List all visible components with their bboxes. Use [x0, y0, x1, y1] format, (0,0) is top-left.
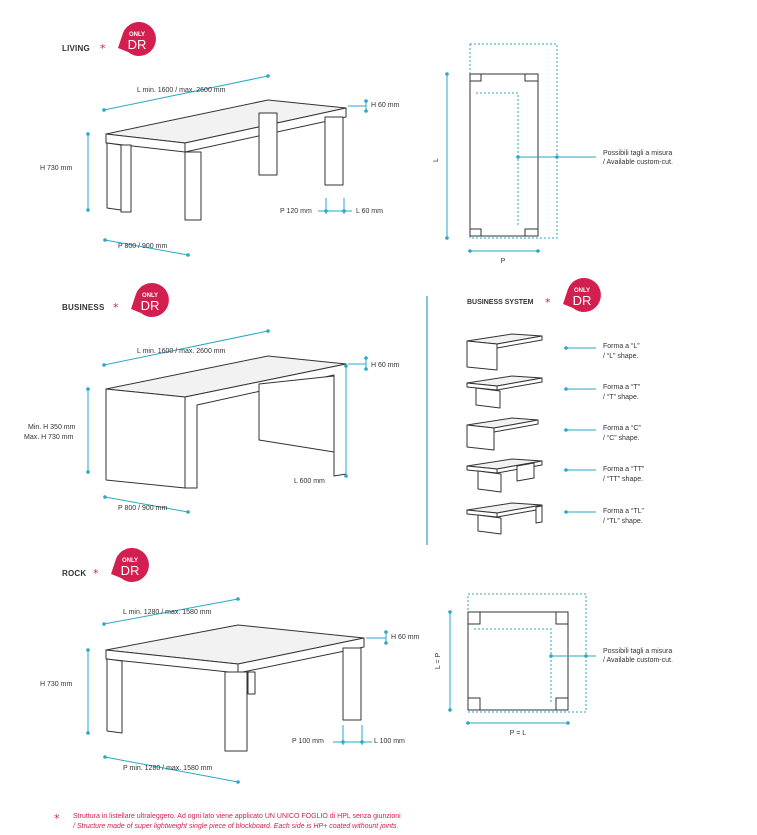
- badge-main-text: DR: [121, 563, 140, 578]
- shape-l-drawing: [466, 333, 543, 371]
- badge-main-text: DR: [141, 298, 160, 313]
- business-thickness-label: H 60 mm: [371, 362, 400, 369]
- rock-depth-label: P min. 1280 / max. 1580 mm: [123, 765, 213, 772]
- rock-plan-view: L = P P = L Possibili tagli a misura / A…: [435, 593, 673, 737]
- living-section: LIVING * ONLY DR L min. 1600 / max. 2600…: [40, 21, 673, 265]
- badge-top-text: ONLY: [122, 558, 138, 564]
- badge-top-text: ONLY: [129, 32, 145, 38]
- living-table-drawing: [105, 99, 347, 221]
- living-star-icon: *: [100, 42, 106, 55]
- business-height-min-label: Min. H 350 mm: [28, 424, 76, 431]
- shape-tl-en: / “TL” shape.: [603, 518, 643, 525]
- shape-tt-en: / “TT” shape.: [603, 476, 643, 483]
- living-plan-p-label: P: [501, 258, 506, 265]
- rock-title: ROCK: [62, 569, 86, 578]
- business-depth-label: P 800 / 900 mm: [118, 505, 167, 512]
- living-plan-view: L P Possibili tagli a misura / Available…: [433, 43, 673, 265]
- rock-leg-p-label: P 100 mm: [292, 738, 324, 745]
- rock-plan-l-label: L = P: [435, 653, 442, 670]
- rock-only-dr-badge: ONLY DR: [111, 547, 149, 582]
- business-system-title: BUSINESS SYSTEM: [467, 299, 534, 306]
- rock-section: ROCK * ONLY DR L min. 1280 / max. 1580 m…: [40, 547, 673, 784]
- rock-length-label: L min. 1280 / max. 1580 mm: [123, 609, 212, 616]
- rock-height-label: H 730 mm: [40, 681, 72, 688]
- shape-c-en: / “C” shape.: [603, 435, 640, 442]
- rock-star-icon: *: [93, 567, 99, 580]
- living-only-dr-badge: ONLY DR: [118, 21, 156, 56]
- living-leg-p-label: P 120 mm: [280, 208, 312, 215]
- footnote: * Struttura in listellare ultraleggero. …: [54, 812, 401, 830]
- rock-custom-en: / Available custom-cut.: [603, 657, 673, 664]
- shape-t-it: Forma a “T”: [603, 384, 641, 391]
- living-height-label: H 730 mm: [40, 165, 72, 172]
- rock-custom-it: Possibili tagli a misura: [603, 648, 672, 655]
- badge-top-text: ONLY: [574, 288, 590, 294]
- rock-thickness-label: H 60 mm: [391, 634, 420, 641]
- living-depth-label: P 800 / 900 mm: [118, 243, 167, 250]
- shape-tt-drawing: [466, 458, 543, 493]
- business-title: BUSINESS: [62, 303, 105, 312]
- living-length-label: L min. 1600 / max. 2600 mm: [137, 87, 226, 94]
- business-section: BUSINESS * ONLY DR L min. 1600 / max. 26…: [24, 282, 428, 545]
- living-plan-l-label: L: [433, 158, 440, 162]
- shape-t-drawing: [466, 375, 543, 409]
- badge-shape: [118, 21, 156, 56]
- badge-main-text: DR: [128, 37, 147, 52]
- footnote-star-icon: *: [54, 812, 60, 825]
- business-length-label: L min. 1600 / max. 2600 mm: [137, 348, 226, 355]
- shape-tt-it: Forma a “TT”: [603, 466, 645, 473]
- living-custom-en: / Available custom-cut.: [603, 159, 673, 166]
- shape-tl-drawing: [466, 502, 543, 535]
- business-height-max-label: Max. H 730 mm: [24, 434, 74, 441]
- business-only-dr-badge: ONLY DR: [131, 282, 169, 317]
- living-thickness-label: H 60 mm: [371, 102, 400, 109]
- rock-leg-l-label: L 100 mm: [374, 738, 405, 745]
- business-star-icon: *: [113, 301, 119, 314]
- shape-c-drawing: [466, 417, 539, 451]
- business-system-section: BUSINESS SYSTEM * ONLY DR: [466, 277, 645, 535]
- shape-tl-it: Forma a “TL”: [603, 508, 645, 515]
- business-system-star-icon: *: [545, 296, 551, 309]
- living-leg-l-label: L 60 mm: [356, 208, 383, 215]
- business-system-only-dr-badge: ONLY DR: [563, 277, 601, 312]
- living-custom-it: Possibili tagli a misura: [603, 150, 672, 157]
- business-leg-l-label: L 600 mm: [294, 478, 325, 485]
- rock-table-drawing: [105, 624, 365, 752]
- shape-l-en: / “L” shape.: [603, 353, 638, 360]
- shape-l-it: Forma a “L”: [603, 343, 640, 350]
- footnote-it: Struttura in listellare ultraleggero. Ad…: [73, 813, 401, 820]
- shape-labels: Forma a “L” / “L” shape. Forma a “T” / “…: [564, 343, 645, 525]
- rock-plan-p-label: P = L: [510, 730, 527, 737]
- shape-c-it: Forma a “C”: [603, 425, 641, 432]
- badge-main-text: DR: [573, 293, 592, 308]
- badge-top-text: ONLY: [142, 293, 158, 299]
- shape-t-en: / “T” shape.: [603, 394, 639, 401]
- footnote-en: / Structure made of super lightweight si…: [72, 823, 399, 830]
- business-table-drawing: [105, 355, 347, 489]
- living-title: LIVING: [62, 44, 90, 53]
